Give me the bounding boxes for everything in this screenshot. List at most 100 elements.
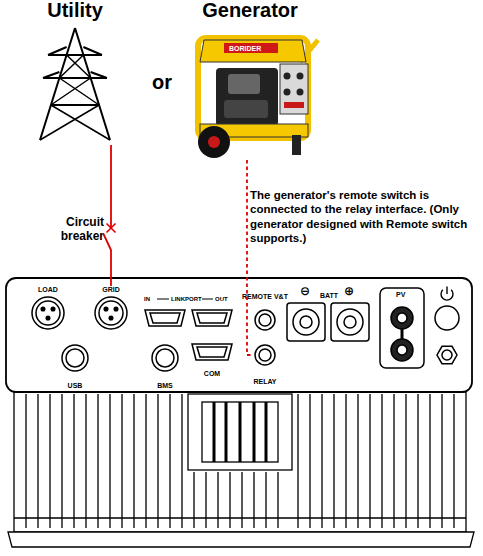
generator-frame bbox=[198, 38, 308, 138]
connector-inner bbox=[150, 313, 180, 323]
connector-inner bbox=[197, 313, 227, 323]
inverter-panel bbox=[6, 278, 472, 392]
control-panel bbox=[280, 64, 308, 114]
port-pin bbox=[104, 307, 108, 311]
fan-bracket bbox=[188, 394, 292, 470]
port-pin bbox=[41, 307, 45, 311]
battery-negative-terminal bbox=[287, 303, 325, 341]
generator-tank bbox=[200, 40, 306, 62]
port-node: BMS bbox=[147, 343, 183, 389]
cable-gland-core bbox=[442, 350, 452, 360]
pv-link bbox=[401, 329, 404, 339]
port-label: GRID bbox=[102, 286, 120, 293]
cable-gland bbox=[437, 346, 457, 363]
fan-guard bbox=[202, 402, 278, 462]
remote-port-inner bbox=[259, 314, 271, 326]
pv-connector bbox=[391, 339, 413, 361]
port-label: PV bbox=[396, 291, 405, 298]
relay-port-inner bbox=[259, 349, 271, 361]
heatsink-outline bbox=[14, 392, 466, 532]
grid-port bbox=[95, 297, 127, 329]
port-pin bbox=[109, 316, 113, 320]
power-line bbox=[104, 145, 112, 286]
heatsink bbox=[8, 392, 474, 547]
generator-illustration bbox=[198, 38, 318, 158]
source-heading: Generator bbox=[202, 0, 298, 20]
heatsink-base bbox=[8, 532, 474, 547]
transmission-tower bbox=[40, 28, 110, 140]
engine-cover bbox=[224, 100, 268, 118]
port-pin bbox=[46, 316, 50, 320]
utility-node: Utility bbox=[30, 0, 120, 145]
port-label: BMS bbox=[157, 382, 173, 389]
usb-port-inner bbox=[66, 349, 84, 367]
relay-port bbox=[255, 345, 275, 365]
port-label: USB bbox=[68, 382, 83, 389]
pv-frame bbox=[380, 288, 424, 368]
power-switch bbox=[435, 306, 459, 330]
port-label: IN bbox=[144, 296, 150, 302]
outlet bbox=[297, 73, 304, 80]
wheel-hub bbox=[208, 136, 220, 148]
polarity-sign: ⊕ bbox=[344, 285, 354, 297]
panel-outline bbox=[6, 278, 472, 392]
port-pin bbox=[51, 307, 55, 311]
edge-label: Circuit breaker bbox=[40, 216, 104, 244]
connector-inner bbox=[197, 347, 227, 357]
bms-port-inner bbox=[156, 349, 174, 367]
pv-connector-core bbox=[397, 345, 407, 355]
panel-switch bbox=[284, 102, 304, 108]
port-node: USB bbox=[57, 343, 93, 389]
fan-grille bbox=[214, 402, 266, 462]
port-pin bbox=[114, 307, 118, 311]
com-connector bbox=[192, 344, 232, 360]
port-label: BATT bbox=[320, 292, 338, 299]
remote-port bbox=[255, 310, 275, 330]
grid-port-inner bbox=[99, 301, 123, 325]
port-node: REMOTE V&T bbox=[240, 293, 290, 331]
usb-port bbox=[62, 345, 88, 371]
note-text: The generator's remote switch is connect… bbox=[250, 188, 478, 246]
tower-legs bbox=[40, 28, 110, 140]
pv-connector-core bbox=[397, 313, 407, 323]
port-node: RELAY bbox=[252, 345, 278, 385]
tower-arms bbox=[43, 47, 107, 105]
port-node: GRID bbox=[89, 286, 133, 332]
outlet bbox=[284, 89, 291, 96]
terminal-core bbox=[300, 316, 312, 328]
terminal-ring bbox=[337, 309, 363, 335]
breaker-cross bbox=[107, 224, 116, 233]
brand-band bbox=[224, 43, 278, 53]
battery-positive-terminal bbox=[331, 303, 369, 341]
port-label: OUT bbox=[215, 296, 228, 302]
port-label: COM bbox=[204, 370, 220, 377]
outlet bbox=[297, 89, 304, 96]
power-symbol bbox=[441, 287, 453, 301]
load-port bbox=[32, 297, 64, 329]
pv-connector bbox=[391, 307, 413, 329]
load-port-inner bbox=[36, 301, 60, 325]
port-label: LOAD bbox=[38, 286, 58, 293]
engine-block bbox=[216, 68, 278, 126]
brand-text: BORIDER bbox=[229, 45, 261, 52]
generator-foot bbox=[292, 135, 301, 155]
port-node: COM bbox=[190, 342, 234, 377]
port-node: LOAD bbox=[26, 286, 70, 332]
generator-node: Generator bbox=[185, 0, 315, 160]
linkport-in-connector bbox=[145, 310, 185, 326]
engine-cylinder bbox=[228, 74, 260, 94]
generator-wheel bbox=[198, 126, 230, 158]
tower-lattice bbox=[40, 55, 110, 140]
bms-port bbox=[152, 345, 178, 371]
port-label: RELAY bbox=[253, 378, 276, 385]
terminal-core bbox=[344, 316, 356, 328]
polarity-sign: ⊖ bbox=[300, 285, 310, 297]
heatsink-fins bbox=[14, 394, 466, 528]
outlet bbox=[284, 73, 291, 80]
source-heading: Utility bbox=[47, 0, 103, 20]
port-label: REMOTE V&T bbox=[242, 293, 288, 300]
terminal-ring bbox=[293, 309, 319, 335]
